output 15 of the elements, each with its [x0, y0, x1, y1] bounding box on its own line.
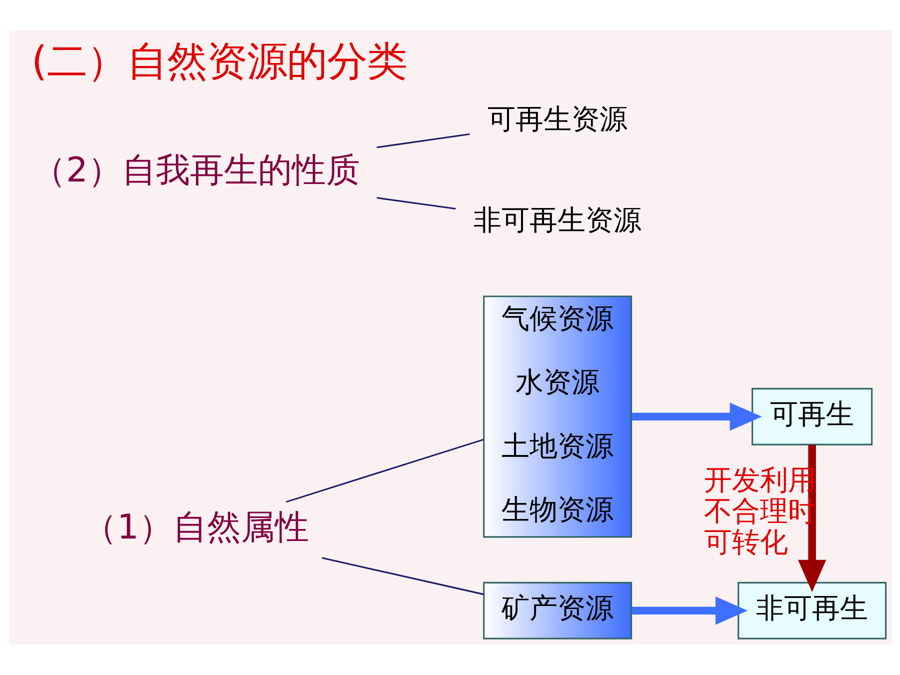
node-text: （2）自我再生的性质 [32, 150, 360, 191]
node-text: 非可再生资源 [473, 203, 642, 236]
arrow [631, 596, 748, 625]
connector [321, 557, 484, 596]
node-box: 非可再生 [737, 582, 886, 640]
arrow [631, 402, 762, 431]
node-text: 可再生资源 [487, 102, 628, 136]
node-box: 气候资源 水资源 土地资源 生物资源 [482, 296, 632, 538]
connector [376, 197, 456, 210]
node-box: 可再生 [751, 388, 872, 446]
connector [285, 438, 484, 503]
node-text: （1）自然属性 [82, 508, 308, 548]
connector [376, 133, 470, 148]
diagram-title: (二）自然资源的分类 [30, 38, 407, 85]
node-box: 矿产资源 [482, 582, 632, 640]
